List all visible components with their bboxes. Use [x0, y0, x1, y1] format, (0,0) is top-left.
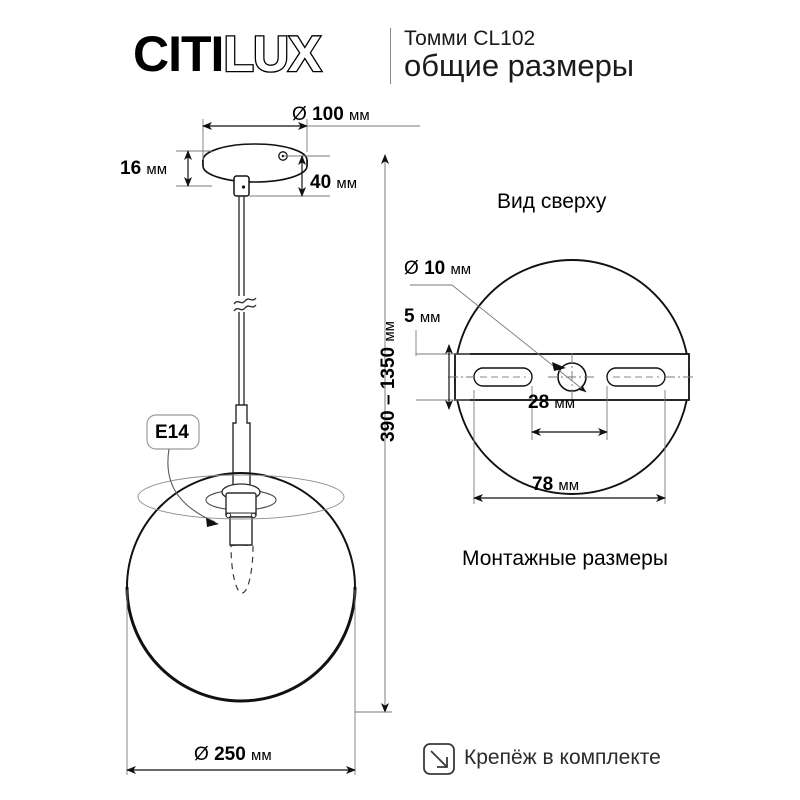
value: 28	[528, 392, 550, 413]
unit: мм	[450, 261, 472, 278]
label-hole-diameter: Ø 10 мм	[404, 258, 471, 280]
mounting-included-label: Крепёж в комплекте	[464, 746, 661, 769]
page-title: общие размеры	[404, 48, 635, 83]
value: 16	[120, 158, 142, 179]
label-canopy-drop: 40 мм	[310, 172, 357, 194]
unit: мм	[336, 175, 358, 192]
value: 100	[312, 104, 344, 125]
dimension-canopy-height	[176, 150, 212, 187]
unit: мм	[554, 395, 576, 412]
unit: мм	[349, 107, 370, 124]
unit: мм	[419, 309, 441, 326]
label-globe-diameter: Ø 250 мм	[194, 744, 272, 766]
header-divider	[390, 28, 391, 84]
unit: мм	[381, 321, 398, 342]
dimension-total-height	[355, 154, 392, 713]
label-plate-width: 78 мм	[532, 474, 579, 496]
value: 40	[310, 172, 332, 193]
label-plate-thickness: 5 мм	[404, 306, 440, 328]
value: 250	[214, 744, 246, 765]
canopy-assembly	[202, 143, 308, 197]
label-canopy-height: 16 мм	[120, 158, 167, 180]
unit: мм	[251, 747, 272, 764]
top-view-caption: Монтажные размеры	[462, 547, 668, 570]
top-view-drawing	[410, 259, 696, 504]
diameter-symbol: Ø	[194, 744, 209, 765]
label-socket-type: E14	[155, 422, 189, 443]
glass-globe	[125, 472, 357, 703]
unit: мм	[146, 161, 168, 178]
value: 390 – 1350	[378, 346, 399, 442]
label-total-height: 390 – 1350 мм	[378, 321, 400, 442]
lamp-socket	[205, 404, 277, 594]
suspension-cord	[233, 196, 257, 405]
value: 10	[424, 258, 446, 279]
dimension-canopy-drop	[249, 155, 330, 197]
diameter-symbol: Ø	[292, 104, 307, 125]
e14-callout	[146, 414, 219, 527]
value: 78	[532, 474, 554, 495]
diameter-symbol: Ø	[404, 258, 419, 279]
logo-solid-part: CITI	[133, 26, 224, 82]
unit: мм	[558, 477, 580, 494]
label-slot-spacing: 28 мм	[528, 392, 575, 414]
citilux-logo: CITILUX	[133, 26, 323, 82]
logo-outline-part: LUX	[222, 26, 323, 82]
header: CITILUX Томми CL102 общие размеры	[0, 0, 800, 100]
top-view-title: Вид сверху	[497, 190, 607, 213]
arrow-into-box-icon	[423, 743, 455, 775]
dimension-globe-diameter	[126, 590, 356, 775]
value: 5	[404, 306, 415, 327]
model-name: Томми CL102	[404, 27, 536, 50]
dimension-canopy-diameter	[202, 119, 420, 160]
label-canopy-diameter: Ø 100 мм	[292, 104, 370, 126]
